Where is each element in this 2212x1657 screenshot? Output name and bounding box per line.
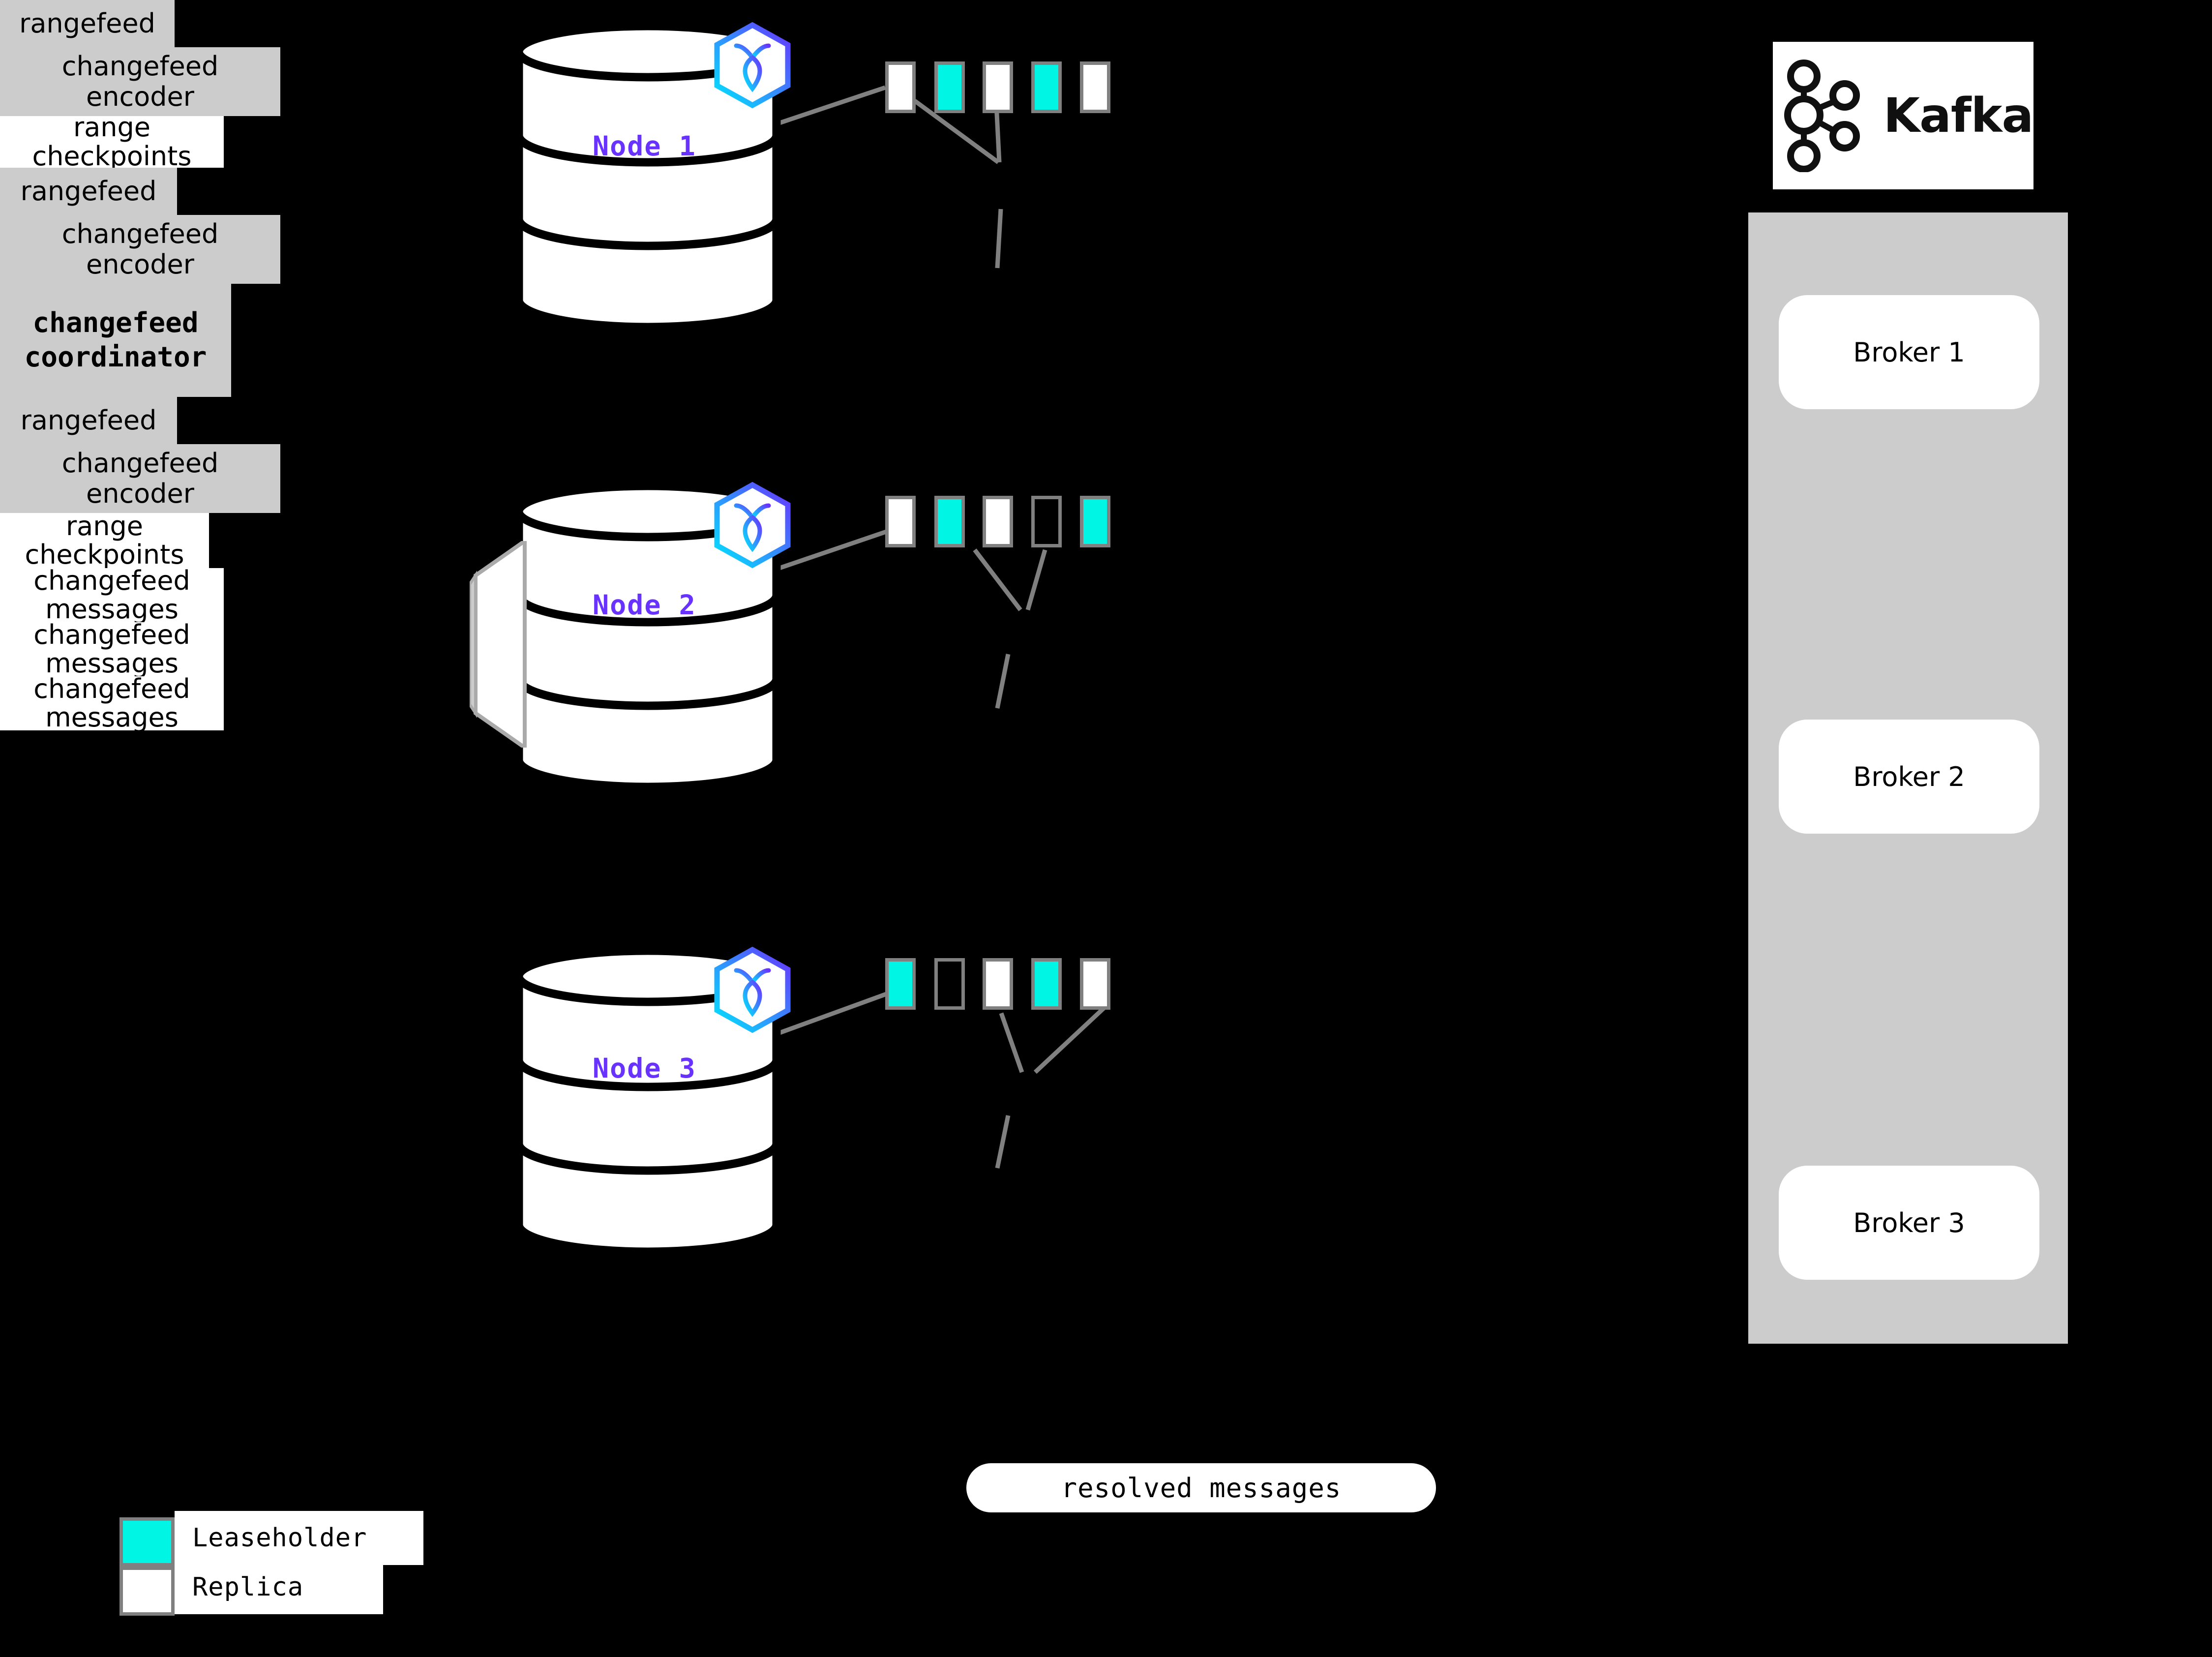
- broker-3[interactable]: Broker 3: [1779, 1166, 2039, 1280]
- node-1-label: Node 1: [593, 130, 696, 162]
- changefeed-encoder-box-n1[interactable]: changefeed encoder: [0, 47, 280, 116]
- changefeed-messages-label-3: changefeed messages: [0, 676, 224, 730]
- range-n1-1[interactable]: [885, 61, 916, 113]
- legend-swatch-leaseholder: [120, 1517, 175, 1567]
- range-n3-1[interactable]: [885, 958, 916, 1010]
- cfm-line-2: messages: [45, 594, 179, 622]
- range-n2-3[interactable]: [983, 496, 1013, 547]
- broker-2[interactable]: Broker 2: [1779, 720, 2039, 834]
- range-checkpoints-line-2: checkpoints: [25, 539, 184, 568]
- encoder-line-1: changefeed: [61, 51, 219, 82]
- broker-1[interactable]: Broker 1: [1779, 295, 2039, 409]
- changefeed-encoder-box-n2[interactable]: changefeed encoder: [0, 215, 280, 284]
- cfm-line-1: changefeed: [33, 676, 190, 704]
- coordinator-line-2: coordinator: [24, 341, 207, 373]
- encoder-line-2: encoder: [86, 478, 194, 509]
- range-n2-4[interactable]: [1031, 496, 1062, 547]
- cockroachdb-hexagon-icon: [713, 22, 792, 110]
- rangefeed-box-n2[interactable]: rangefeed: [0, 168, 177, 215]
- kafka-wordmark: Kafka: [1883, 88, 2034, 143]
- changefeed-messages-label-2: changefeed messages: [0, 622, 224, 676]
- resolved-messages-pill[interactable]: resolved messages: [966, 1463, 1436, 1512]
- cfm-line-2: messages: [45, 648, 179, 676]
- node-1-cylinder: [514, 25, 782, 327]
- node-3-cylinder: [514, 949, 782, 1252]
- range-n3-3[interactable]: [983, 958, 1013, 1010]
- cockroachdb-hexagon-icon: [713, 946, 792, 1035]
- range-n1-3[interactable]: [983, 61, 1013, 113]
- legend-swatch-replica: [120, 1567, 175, 1616]
- encoder-line-1: changefeed: [61, 448, 219, 479]
- range-n2-2[interactable]: [934, 496, 965, 547]
- range-n3-4[interactable]: [1031, 958, 1062, 1010]
- node-3-label: Node 3: [593, 1053, 696, 1084]
- range-n1-4[interactable]: [1031, 61, 1062, 113]
- encoder-line-1: changefeed: [61, 218, 219, 250]
- coordinator-wedge-icon: [468, 537, 534, 752]
- legend-label-leaseholder: Leaseholder: [175, 1511, 423, 1565]
- changefeed-coordinator-box[interactable]: changefeed coordinator: [0, 284, 231, 397]
- range-n1-5[interactable]: [1080, 61, 1110, 113]
- range-checkpoints-line-1: range: [65, 513, 144, 542]
- rangefeed-box-n1[interactable]: rangefeed: [0, 0, 175, 47]
- range-n1-2[interactable]: [934, 61, 965, 113]
- coordinator-line-1: changefeed: [32, 307, 199, 339]
- legend-label-replica: Replica: [175, 1560, 383, 1614]
- encoder-line-2: encoder: [86, 249, 194, 280]
- range-checkpoints-line-1: range: [73, 116, 151, 143]
- range-n3-2[interactable]: [934, 958, 965, 1010]
- node-2-label: Node 2: [593, 589, 696, 621]
- rangefeed-box-n3[interactable]: rangefeed: [0, 397, 177, 444]
- range-checkpoints-line-2: checkpoints: [32, 140, 192, 168]
- node-2-cylinder: [514, 484, 782, 787]
- range-checkpoints-label-n3: range checkpoints: [0, 513, 209, 568]
- cockroachdb-hexagon-icon: [713, 482, 792, 570]
- range-checkpoints-label-n1: range checkpoints: [0, 116, 224, 168]
- changefeed-messages-label-1: changefeed messages: [0, 568, 224, 622]
- range-n3-5[interactable]: [1080, 958, 1110, 1010]
- kafka-logo-icon: [1784, 60, 1860, 172]
- cfm-line-2: messages: [45, 702, 179, 730]
- changefeed-encoder-box-n3[interactable]: changefeed encoder: [0, 444, 280, 513]
- cfm-line-1: changefeed: [33, 622, 190, 650]
- kafka-logo-box: Kafka: [1773, 42, 2033, 189]
- cfm-line-1: changefeed: [33, 568, 190, 596]
- range-n2-5[interactable]: [1080, 496, 1110, 547]
- encoder-line-2: encoder: [86, 81, 194, 112]
- range-n2-1[interactable]: [885, 496, 916, 547]
